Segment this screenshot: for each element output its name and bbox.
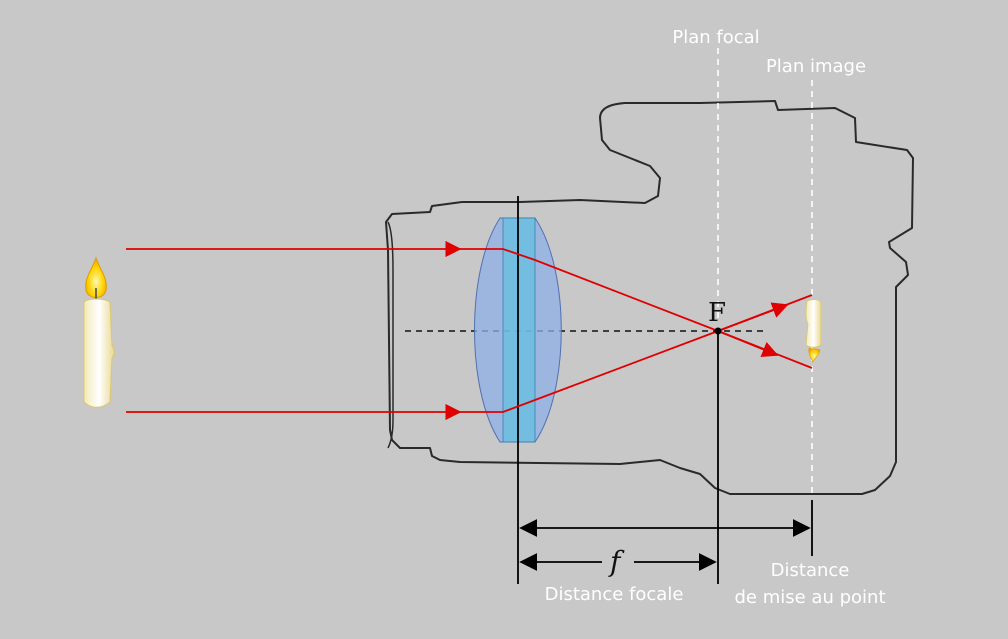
focal-plane-label: Plan focal: [672, 27, 759, 48]
focus-distance-label-line2: de mise au point: [735, 587, 886, 608]
focal-point-dot: [714, 327, 722, 335]
image-plane-label: Plan image: [766, 56, 866, 77]
ray-top-through: [455, 248, 719, 332]
candle-image-flame-icon: [808, 347, 821, 363]
focal-point-label: F: [708, 298, 726, 328]
camera-body-outline: [385, 100, 914, 495]
lens-barrel-rim: [387, 221, 394, 449]
candle-body: [83, 298, 115, 408]
ray-bottom-through: [455, 330, 719, 413]
focal-symbol-label: f: [608, 545, 625, 578]
candle-image-body: [805, 299, 822, 348]
candle-image: [805, 299, 822, 363]
focal-distance-label: Distance focale: [545, 584, 684, 605]
candle-object: [83, 256, 115, 408]
light-rays: [126, 240, 813, 421]
focus-distance-label-line1: Distance: [771, 560, 850, 581]
